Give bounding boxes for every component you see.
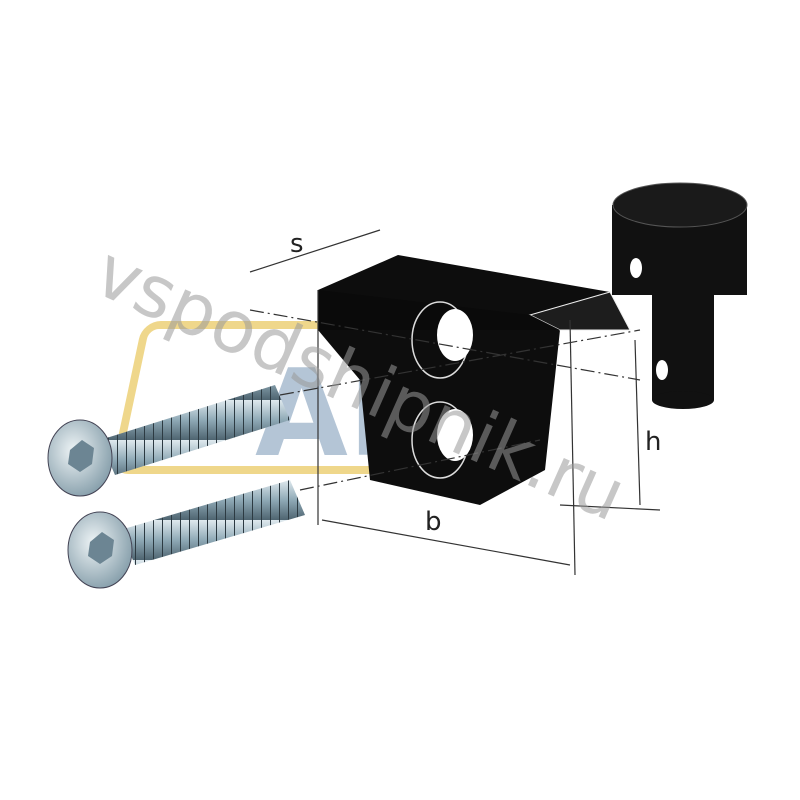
dimension-label-b: b xyxy=(425,507,442,537)
clamp-block xyxy=(318,255,631,505)
bolt-lower xyxy=(67,480,305,589)
pin xyxy=(612,182,748,409)
dimension-label-s: s xyxy=(290,229,304,259)
dimension-label-h: h xyxy=(645,427,661,457)
bolt-upper xyxy=(47,385,290,497)
dimension-lines xyxy=(249,229,661,576)
